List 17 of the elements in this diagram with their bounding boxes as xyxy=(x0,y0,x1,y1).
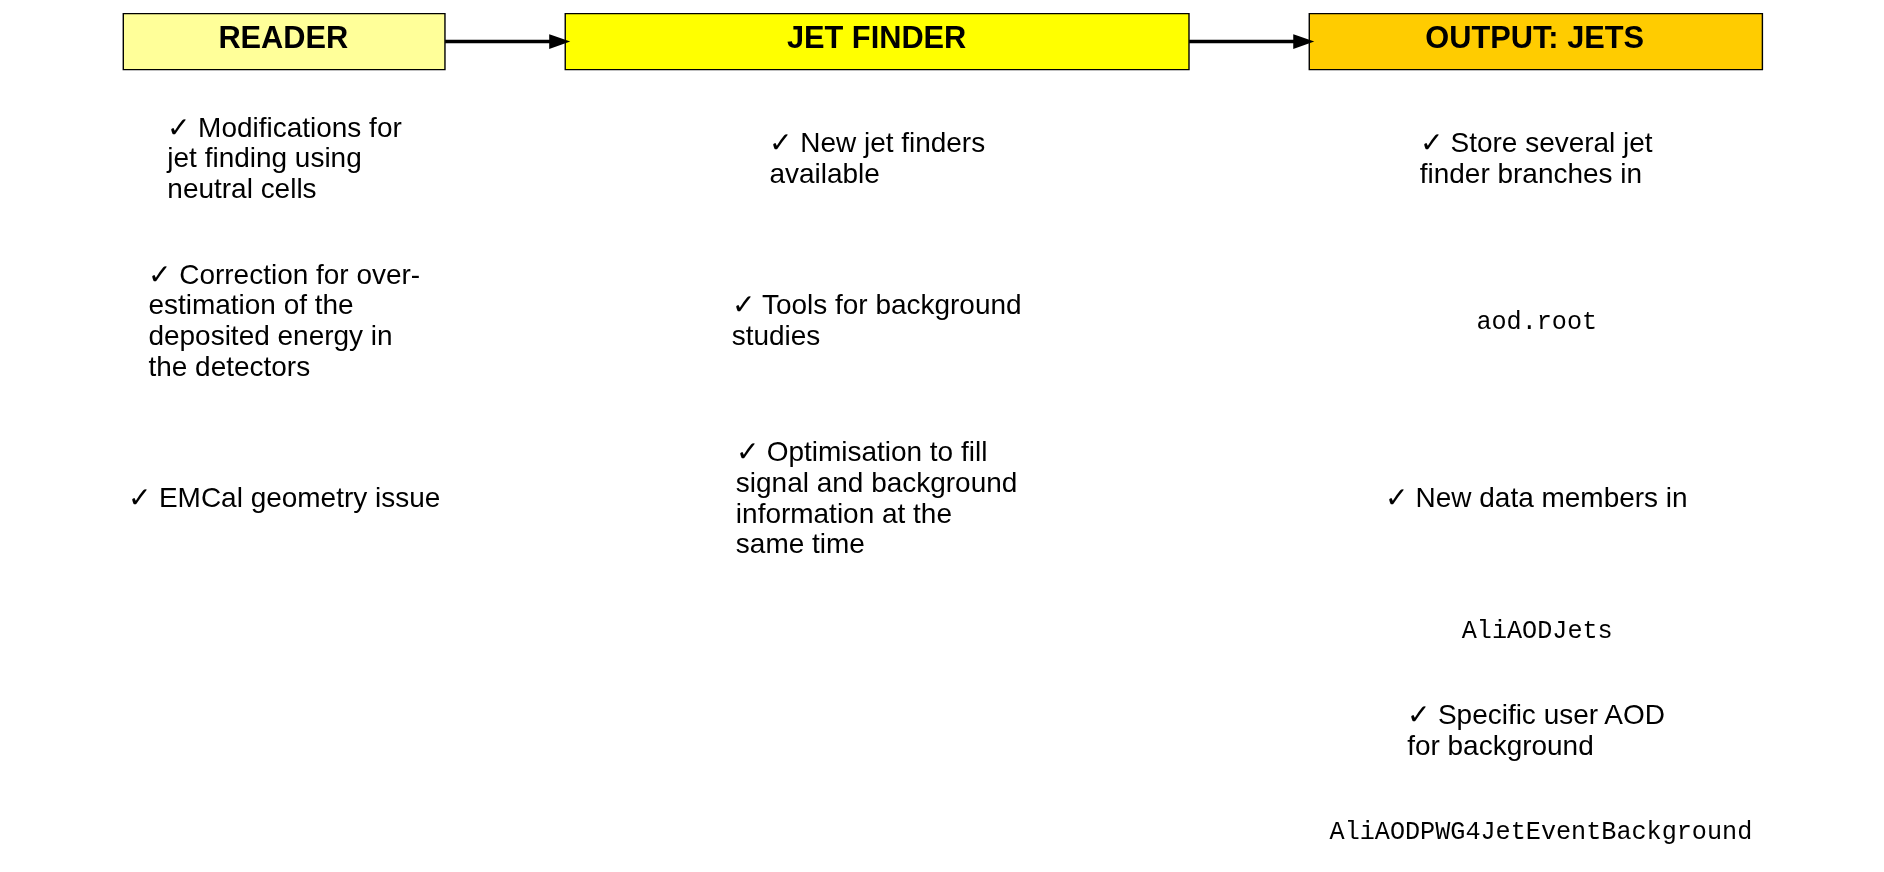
label: AliAODPWG4JetEventBackground xyxy=(1329,818,1752,848)
node-box: OUTPUT: JETS xyxy=(1308,12,1763,71)
label: ✓ Specific user AOD for background xyxy=(1406,699,1665,761)
label: AliAODJets xyxy=(1461,616,1613,646)
label: ✓ Tools for background studies xyxy=(731,289,1022,352)
label: ✓ New data members in xyxy=(1384,482,1688,514)
label: ✓ New jet finders available xyxy=(768,127,985,189)
label: ✓ Store several jet finder branches in xyxy=(1419,127,1653,189)
node-box: JET FINDER xyxy=(564,12,1190,71)
label: ✓ Optimisation to fill signal and background information at the same time xyxy=(735,436,1017,560)
arrow xyxy=(1188,34,1314,49)
label: ✓ EMCal geometry issue xyxy=(127,482,440,514)
arrow xyxy=(444,34,570,49)
label: aod.root xyxy=(1475,307,1597,337)
label: ✓ Correction for over-estimation of the deposited energy in the detectors xyxy=(147,258,420,382)
node-box: READER xyxy=(122,12,446,71)
label: ✓ Modifications for jet finding using neutral cells xyxy=(166,111,402,205)
